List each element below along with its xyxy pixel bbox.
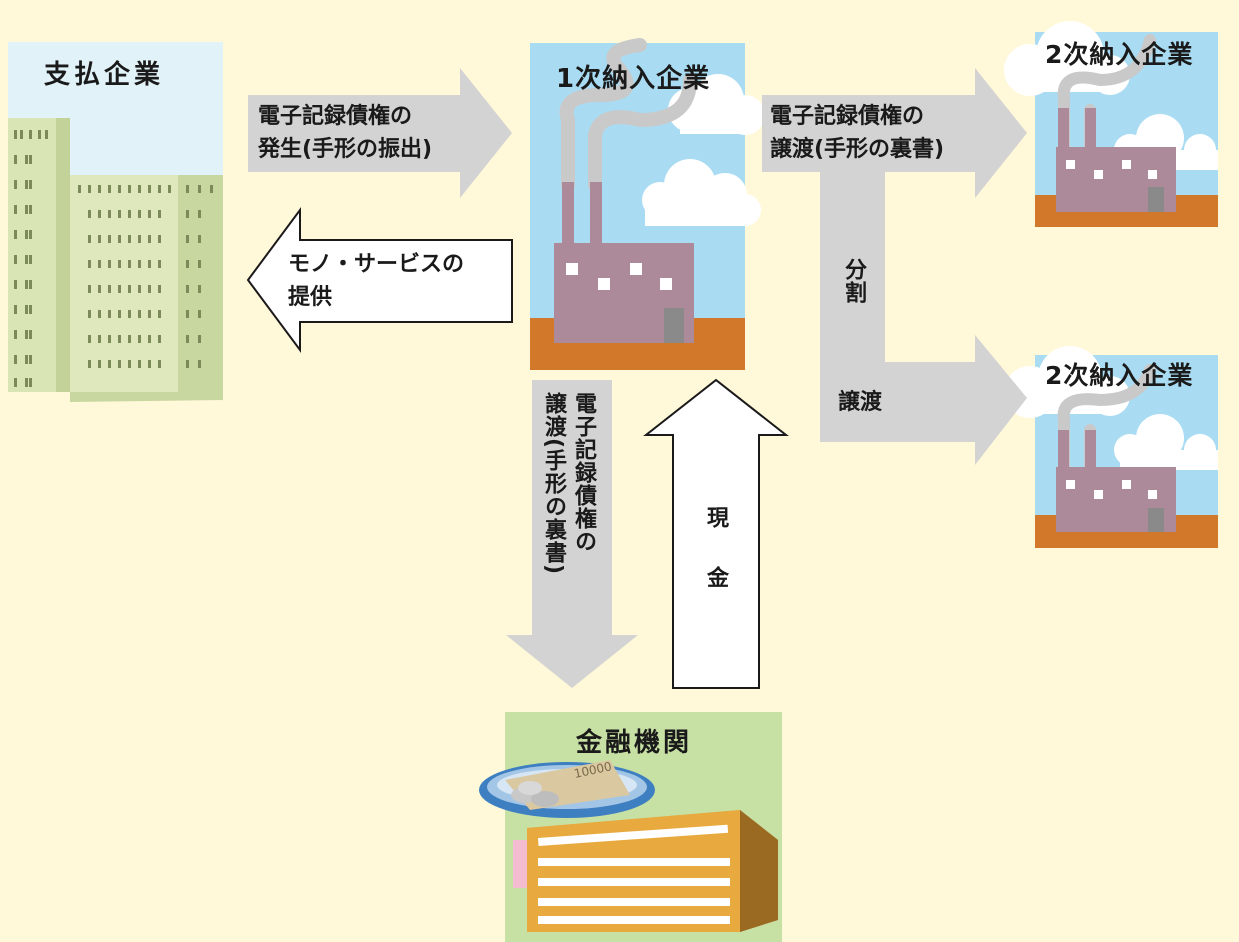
issuance-label-line2: 発生(手形の振出) [258, 137, 433, 162]
payer-tower-windows [14, 130, 48, 387]
goods-label-line1: モノ・サービスの [288, 252, 465, 277]
arrow-goods [246, 206, 513, 354]
split-label: 分割 [841, 258, 866, 304]
bank-title: 金融機関 [576, 728, 693, 758]
arrow-transfer-bank [506, 380, 638, 688]
transfer-secondary-label-line1: 電子記録債権の [770, 104, 925, 129]
arrow-transfer-secondary [762, 68, 1027, 198]
cash-label: 現金 [703, 506, 728, 626]
transfer-bank-label: 電子記録債権の 譲渡(手形の裏書) [538, 392, 598, 632]
transfer-secondary-label-line2: 譲渡(手形の裏書) [770, 137, 945, 162]
primary-supplier-title: 1次納入企業 [556, 64, 711, 94]
payer-block-windows [78, 185, 213, 368]
split-transfer-label: 譲渡 [838, 390, 883, 415]
secondary-top-panel [1004, 21, 1218, 227]
bank-panel: 10000 [479, 712, 782, 942]
secondary-top-title: 2次納入企業 [1045, 40, 1194, 69]
primary-cloud [642, 74, 765, 226]
transfer-bank-label-line1: 電子記録債権の [571, 392, 596, 553]
primary-supplier-panel [530, 38, 765, 370]
arrow-issuance [248, 68, 512, 198]
secondary-bottom-title: 2次納入企業 [1045, 361, 1194, 390]
payer-title: 支払企業 [44, 60, 165, 90]
issuance-label-line1: 電子記録債権の [258, 104, 413, 129]
payer-panel [8, 42, 223, 402]
issuance-label: 電子記録債権の 発生(手形の振出) [258, 100, 432, 166]
goods-label: モノ・サービスの 提供 [288, 248, 464, 314]
arrow-cash [643, 378, 789, 689]
secondary-bottom-panel [1004, 346, 1218, 548]
transfer-secondary-label: 電子記録債権の 譲渡(手形の裏書) [770, 100, 944, 166]
goods-label-line2: 提供 [288, 285, 333, 310]
primary-smoke [559, 38, 697, 192]
arrow-split-branch [820, 172, 1027, 465]
transfer-bank-label-line2: 譲渡(手形の裏書) [541, 392, 566, 576]
